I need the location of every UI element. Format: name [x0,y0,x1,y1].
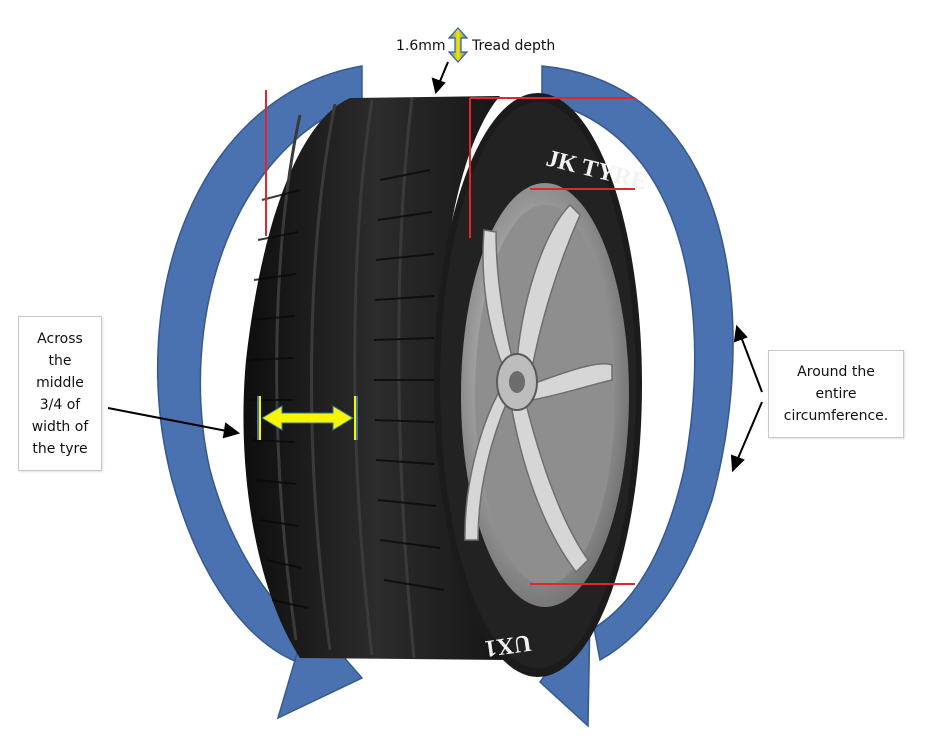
width-callout: Across the middle 3/4 of width of the ty… [18,316,102,471]
width-callout-line: width of [19,416,101,438]
circumference-callout: Around the entire circumference. [768,350,904,438]
width-callout-line: middle [19,372,101,394]
double-arrow-icon [449,28,467,62]
width-callout-line: 3/4 of [19,394,101,416]
width-callout-line: Across [19,328,101,350]
tread-depth-text: Tread depth [472,38,555,54]
width-callout-line: the tyre [19,438,101,460]
width-callout-line: the [19,350,101,372]
tread-depth-value: 1.6mm [396,38,446,54]
circumference-callout-line: circumference. [769,405,903,427]
circumference-callout-line: Around the [769,361,903,383]
circumference-callout-line: entire [769,383,903,405]
tyre-image: JK TYRE UX1 [243,93,649,677]
